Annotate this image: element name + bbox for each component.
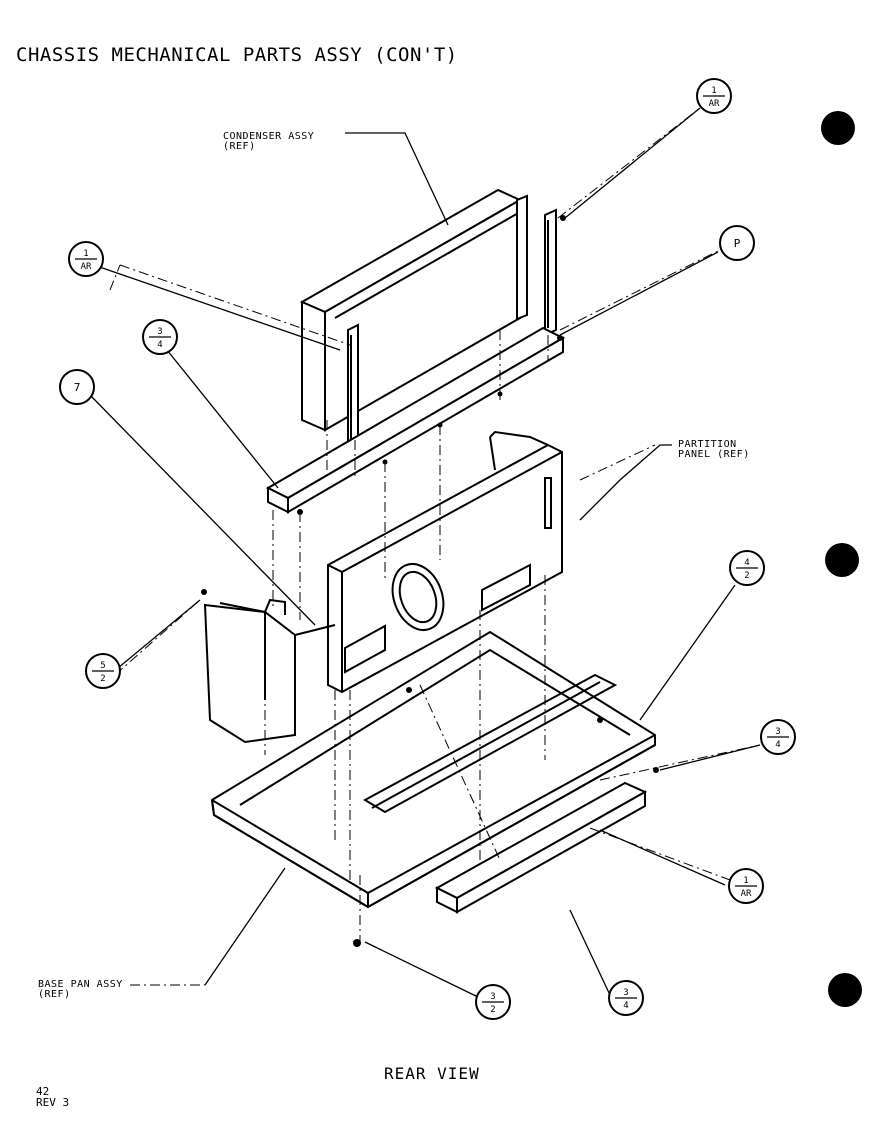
- leader-lines: [87, 107, 761, 999]
- base-pan-assy-label: BASE PAN ASSY (REF): [38, 979, 123, 1000]
- callout-bottom-text: 2: [490, 1005, 495, 1015]
- callout-bottom-text: 4: [775, 740, 780, 750]
- condenser-assy-label: CONDENSER ASSY (REF): [223, 131, 315, 152]
- callout-bottom-text: 4: [623, 1001, 628, 1011]
- left-shroud: [203, 598, 336, 744]
- callout-circle: [59, 369, 95, 405]
- fasteners: [201, 215, 659, 947]
- base-pan: [210, 630, 656, 909]
- callout-c8: 34: [760, 719, 796, 755]
- callout-top-text: 5: [100, 661, 105, 671]
- callout-top-text: 1: [743, 876, 748, 886]
- callout-bottom-text: 2: [100, 674, 105, 684]
- binder-hole-middle: [825, 543, 859, 577]
- callout-top-text: 7: [74, 381, 81, 394]
- diagram-title: CHASSIS MECHANICAL PARTS ASSY (CON'T): [16, 44, 458, 66]
- callout-top-text: P: [734, 237, 741, 250]
- callout-top-text: 3: [490, 992, 495, 1002]
- page-number: 42 REV 3: [36, 1086, 69, 1108]
- top-rail: [265, 326, 566, 514]
- callout-c6: 42: [729, 550, 765, 586]
- callout-bottom-text: AR: [81, 262, 92, 272]
- callout-bottom-text: AR: [709, 99, 720, 109]
- callout-c4: 34: [142, 319, 178, 355]
- callout-c10: 32: [475, 984, 511, 1020]
- binder-hole-bottom: [828, 973, 862, 1007]
- callout-c3: P: [719, 225, 755, 261]
- callout-c11: 34: [608, 980, 644, 1016]
- callout-bottom-text: 4: [157, 340, 162, 350]
- partition-panel: [327, 430, 563, 694]
- callout-top-text: 3: [623, 988, 628, 998]
- callout-c2: 1AR: [68, 241, 104, 277]
- callout-c9: 1AR: [728, 868, 764, 904]
- revision-label: REV 3: [36, 1096, 70, 1109]
- partition-panel-label: PARTITION PANEL (REF): [678, 439, 750, 460]
- bottom-channel: [434, 781, 648, 914]
- callout-circle: [719, 225, 755, 261]
- callout-c7: 52: [85, 653, 121, 689]
- rear-view-caption: REAR VIEW: [384, 1064, 480, 1083]
- callout-c5: 7: [59, 369, 95, 405]
- callout-bottom-text: AR: [741, 889, 752, 899]
- callout-bottom-text: 2: [744, 571, 749, 581]
- callout-top-text: 1: [711, 86, 716, 96]
- callout-top-text: 3: [157, 327, 162, 337]
- callout-top-text: 3: [775, 727, 780, 737]
- callout-top-text: 4: [744, 558, 749, 568]
- callout-c1: 1AR: [696, 78, 732, 114]
- condenser-assembly: [299, 188, 557, 447]
- callout-top-text: 1: [83, 249, 88, 259]
- binder-hole-top: [821, 111, 855, 145]
- page-number-value: 42: [36, 1085, 50, 1098]
